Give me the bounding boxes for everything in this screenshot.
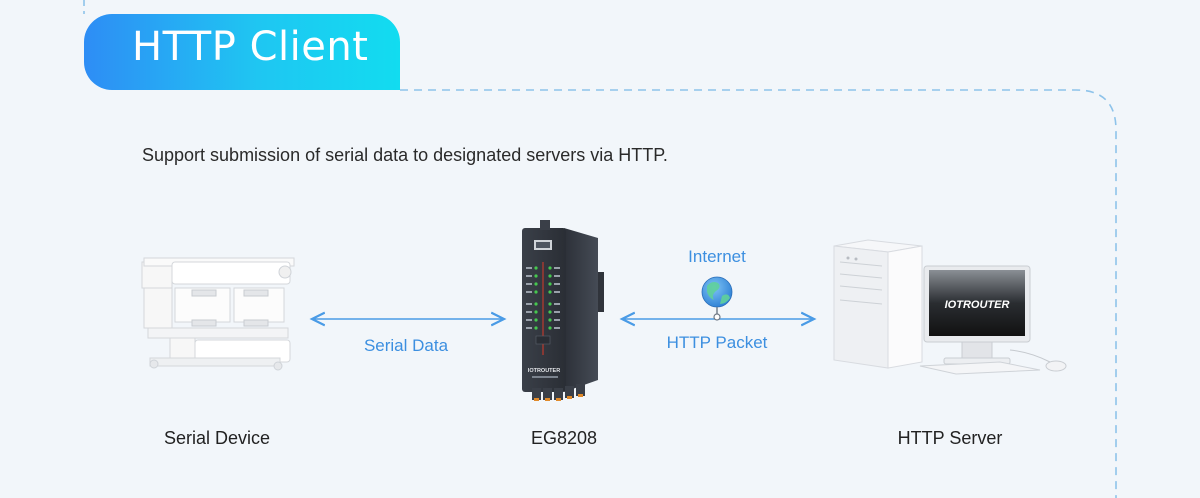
serial-data-label: Serial Data (363, 336, 449, 355)
gateway-brand-text: IOTROUTER (528, 368, 560, 374)
gateway-device-image: IOTROUTER (522, 220, 604, 401)
gateway-label: EG8208 (530, 428, 598, 448)
serial-device-image (141, 257, 295, 371)
serial-device-label: Serial Device (163, 428, 271, 448)
globe-icon (701, 276, 733, 321)
header-tab (84, 14, 400, 90)
internet-label: Internet (688, 247, 746, 266)
page-title: HTTP Client (132, 24, 369, 70)
http-server-image: IOTROUTER (833, 239, 1067, 375)
description-text: Support submission of serial data to des… (142, 145, 668, 165)
screen-brand-text: IOTROUTER (945, 299, 1010, 311)
server-label: HTTP Server (897, 428, 1003, 448)
http-packet-label: HTTP Packet (666, 333, 768, 352)
